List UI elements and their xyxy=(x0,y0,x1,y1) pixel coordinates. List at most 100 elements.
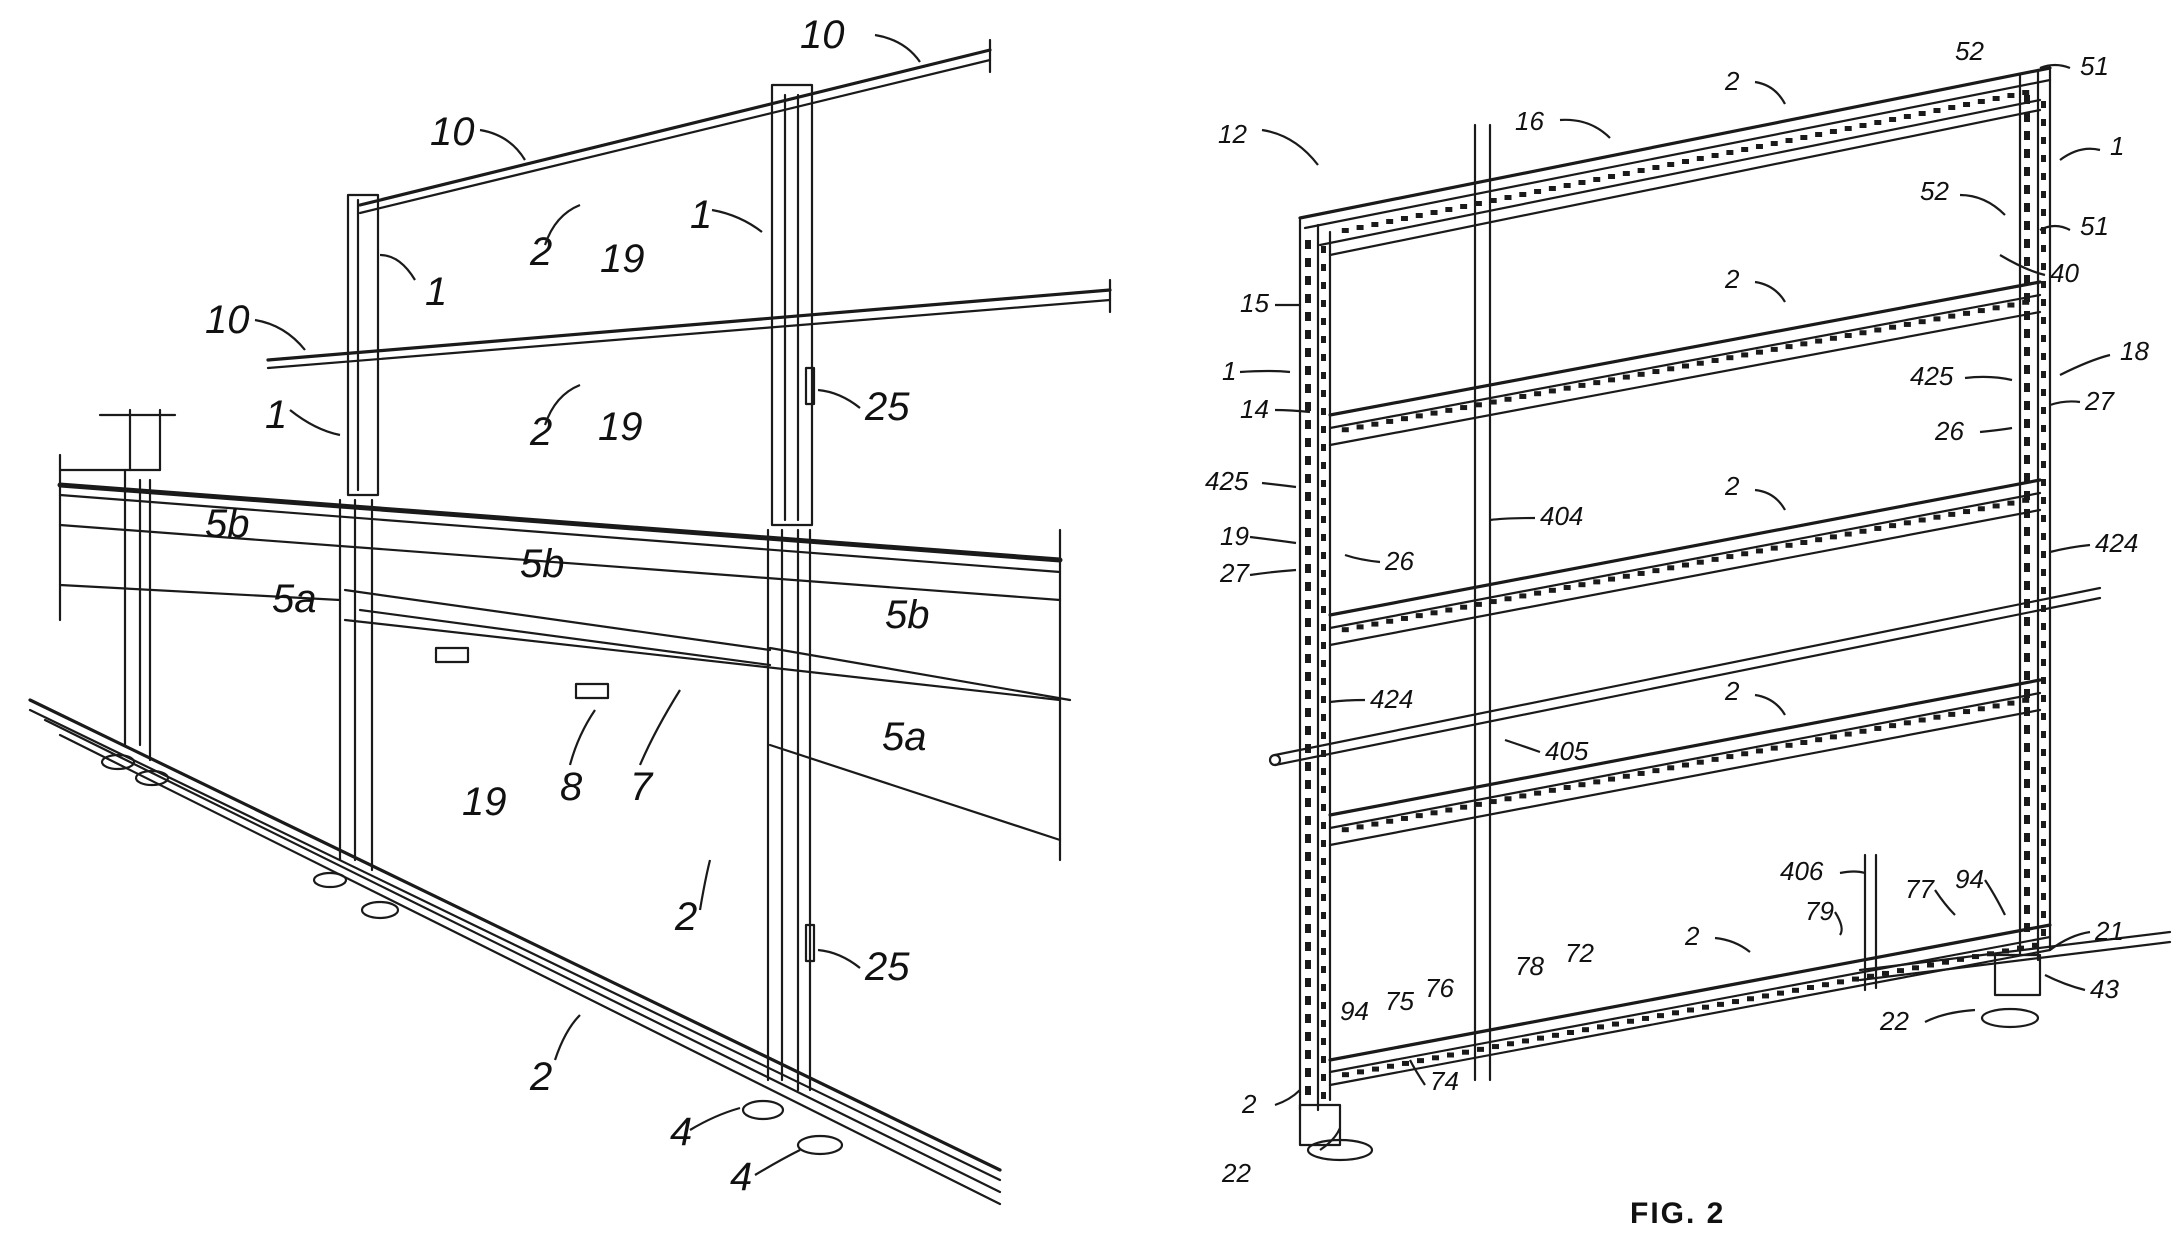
perforation-hole xyxy=(1321,786,1326,793)
perforation-hole xyxy=(1844,531,1852,537)
perforation-hole xyxy=(2041,155,2046,162)
perforation-hole xyxy=(1305,708,1311,717)
perforation-hole xyxy=(1305,762,1311,771)
label-424-left: 424 xyxy=(1370,684,1413,714)
perforation-hole xyxy=(2007,700,2015,706)
perforation-hole xyxy=(1321,1056,1326,1063)
perforation-hole xyxy=(2007,302,2015,308)
perforation-hole xyxy=(1305,816,1311,825)
perforation-hole xyxy=(1321,678,1326,685)
perforation-hole xyxy=(2041,119,2046,126)
perforation-hole xyxy=(1837,979,1844,985)
perforation-hole xyxy=(2024,347,2030,356)
label-51-mid: 51 xyxy=(2080,211,2109,241)
perforation-hole xyxy=(1800,540,1808,545)
perforation-hole xyxy=(1305,312,1311,321)
perforation-hole xyxy=(1321,1038,1326,1045)
perforation-hole xyxy=(1356,624,1364,630)
perforation-hole xyxy=(1597,1024,1604,1030)
perforation-hole xyxy=(1785,344,1793,350)
perforation-hole xyxy=(2002,948,2009,954)
label-51-top: 51 xyxy=(2080,51,2109,81)
perforation-hole xyxy=(1321,642,1326,649)
perforation-hole xyxy=(1652,768,1660,774)
label-19-upper: 19 xyxy=(600,237,645,281)
perforation-hole xyxy=(1386,618,1394,624)
perforation-hole xyxy=(1357,1069,1364,1075)
left-labels: 10 10 10 1 1 1 2 2 19 19 19 25 25 5b 5b … xyxy=(205,13,930,1199)
label-27-left: 27 xyxy=(1219,558,1250,588)
perforation-hole xyxy=(1305,636,1311,645)
label-12: 12 xyxy=(1218,119,1247,149)
label-40: 40 xyxy=(2050,258,2079,288)
perforation-hole xyxy=(2041,857,2046,864)
perforation-hole xyxy=(1341,427,1349,433)
perforation-hole xyxy=(1321,372,1326,379)
perforation-hole xyxy=(2032,942,2039,948)
perforation-hole xyxy=(1563,385,1571,391)
perforation-hole xyxy=(1371,222,1379,227)
rods xyxy=(1268,123,2172,1082)
perforation-hole xyxy=(1445,807,1453,813)
perforation-hole xyxy=(1696,360,1704,366)
perforation-hole xyxy=(1386,818,1394,824)
perforation-hole xyxy=(1627,1018,1634,1024)
perforation-hole xyxy=(1593,779,1601,785)
perforation-hole xyxy=(1489,599,1497,605)
perforation-hole xyxy=(1918,319,1926,325)
perforation-hole xyxy=(1637,168,1645,173)
perforation-hole xyxy=(2024,329,2030,338)
perforation-hole xyxy=(1903,720,1911,726)
perforation-hole xyxy=(2024,455,2030,464)
perforation-hole xyxy=(1755,349,1763,355)
perforation-hole xyxy=(1859,330,1867,336)
perforation-hole xyxy=(2041,407,2046,414)
perforation-hole xyxy=(1593,177,1601,182)
perforation-hole xyxy=(1755,548,1763,554)
perforation-hole xyxy=(1948,105,1956,110)
perforation-hole xyxy=(1305,618,1311,627)
perforation-hole xyxy=(2024,365,2030,374)
perforation-hole xyxy=(2041,839,2046,846)
perforation-hole xyxy=(1977,706,1985,712)
perforation-hole xyxy=(1815,132,1823,137)
perforation-hole xyxy=(1415,813,1423,819)
perforation-hole xyxy=(1711,556,1719,562)
perforation-hole xyxy=(1430,410,1438,416)
perforation-hole xyxy=(1548,186,1556,191)
perforation-hole xyxy=(1305,474,1311,483)
perforation-hole xyxy=(1305,258,1311,267)
perforation-hole xyxy=(1918,517,1926,523)
label-10-left-upper: 10 xyxy=(430,110,475,154)
perforation-hole xyxy=(1637,371,1645,377)
perforation-hole xyxy=(2024,725,2030,734)
perforation-hole xyxy=(1371,621,1379,627)
perforation-hole xyxy=(1732,999,1739,1005)
perforation-hole xyxy=(1777,990,1784,996)
perforation-hole xyxy=(1489,198,1497,203)
perforation-hole xyxy=(1933,108,1941,113)
label-26-right: 26 xyxy=(1934,416,1964,446)
label-2-lower-a: 2 xyxy=(674,895,697,939)
perforation-hole xyxy=(1667,366,1675,372)
perforation-hole xyxy=(1657,1013,1664,1019)
perforation-hole xyxy=(1948,511,1956,517)
perforation-hole xyxy=(1903,321,1911,327)
perforation-hole xyxy=(2024,761,2030,770)
perforation-hole xyxy=(1474,402,1482,408)
perforation-hole xyxy=(1321,300,1326,307)
perforation-hole xyxy=(1548,587,1556,593)
wall-band xyxy=(57,408,1072,862)
perforation-hole xyxy=(1305,528,1311,537)
label-4-a: 4 xyxy=(670,1110,692,1154)
perforation-hole xyxy=(1305,492,1311,501)
perforation-hole xyxy=(2041,389,2046,396)
perforation-hole xyxy=(2024,905,2030,914)
perforation-hole xyxy=(1432,1055,1439,1061)
perforation-hole xyxy=(1762,993,1769,999)
perforation-hole xyxy=(1321,768,1326,775)
perforation-hole xyxy=(2041,497,2046,504)
perforation-hole xyxy=(1726,150,1734,155)
label-22-right: 22 xyxy=(1879,1006,1909,1036)
figure-caption: FIG. 2 xyxy=(1630,1197,1725,1230)
